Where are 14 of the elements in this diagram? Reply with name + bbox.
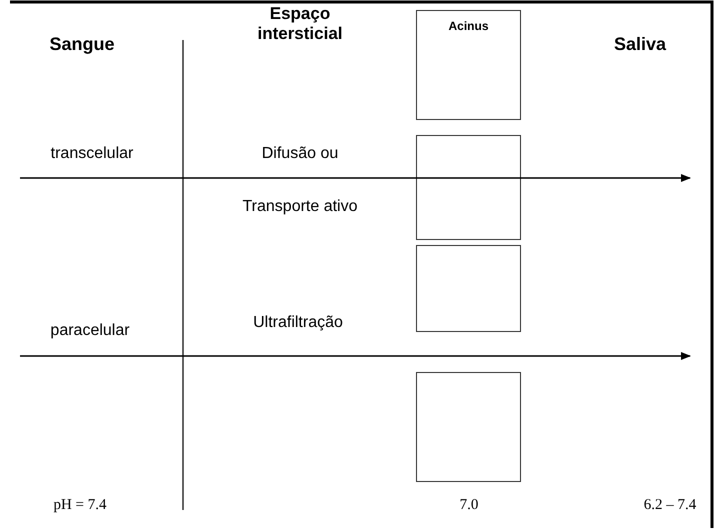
ph-value: 7.0 (460, 497, 478, 514)
cell-square (416, 372, 521, 482)
process-label: Transporte ativo (242, 198, 358, 216)
cell-square (416, 245, 521, 332)
ph-value: 6.2 – 7.4 (644, 497, 696, 514)
column-heading: Saliva (614, 34, 666, 55)
process-label: Difusão ou (262, 145, 338, 163)
ph-value: pH = 7.4 (53, 497, 107, 514)
cell-square (416, 10, 521, 120)
column-heading: Sangue (50, 34, 114, 55)
process-label: Ultrafiltração (253, 314, 343, 332)
column-heading: Espaço intersticial (256, 4, 344, 44)
cell-square (416, 135, 521, 240)
cell-label: Acinus (448, 19, 488, 33)
